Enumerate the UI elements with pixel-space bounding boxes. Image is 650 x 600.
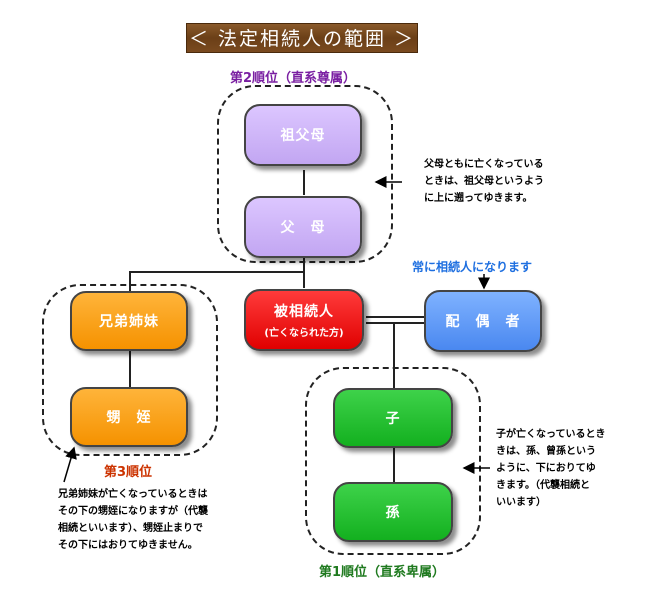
parents-label: 父 母: [280, 220, 326, 236]
note-siblings-line: 相続といいます）、甥姪止まりで: [58, 523, 203, 534]
diagram-title: ＜ 法定相続人の範囲 ＞: [186, 23, 418, 53]
grandparents-label: 祖父母: [280, 128, 326, 144]
note-descendants: 子が亡くなっているとき きは、孫、曾孫という ように、下におりてゆ きます。（代…: [496, 426, 606, 511]
note-siblings-line: その下にはおりてゆきません。: [58, 540, 198, 551]
note-siblings-line: 兄弟姉妹が亡くなっているときは: [58, 489, 208, 500]
nephews-label: 甥 姪: [106, 410, 152, 426]
node-grandparents: 祖父母: [244, 104, 362, 166]
second-rank-label: 第2順位（直系尊属）: [230, 71, 357, 86]
note-ascendants-line: ときは、祖父母というよう: [424, 176, 544, 187]
connector-child-grandchild: [393, 448, 395, 486]
siblings-label: 兄弟姉妹: [99, 314, 159, 330]
note-ascendants-line: 父母ともに亡くなっている: [424, 159, 544, 170]
note-siblings: 兄弟姉妹が亡くなっているときは その下の甥姪になりますが（代襲 相続といいます）…: [58, 486, 208, 554]
node-spouse: 配 偶 者: [424, 290, 542, 352]
note-descendants-line: 子が亡くなっているとき: [496, 429, 606, 440]
connector-marriage-bottom: [366, 322, 426, 324]
arrow-to-third-group: [63, 446, 77, 483]
child-label: 子: [385, 411, 401, 427]
connector-grandparents-parents: [303, 170, 305, 195]
note-descendants-line: ように、下におりてゆ: [496, 463, 596, 474]
note-descendants-line: いいます）: [496, 497, 546, 508]
node-nephews: 甥 姪: [70, 387, 188, 447]
node-child: 子: [333, 388, 453, 448]
grandchild-label: 孫: [385, 505, 401, 521]
connector-siblings-nephews: [129, 350, 131, 388]
second-rank-group: [217, 85, 393, 263]
node-deceased: 被相続人 (亡くなられた方): [244, 289, 364, 351]
note-ascendants: 父母ともに亡くなっている ときは、祖父母というよう に上に遡ってゆきます。: [424, 156, 544, 207]
connector-to-child: [393, 323, 395, 391]
first-rank-label: 第1順位（直系卑属）: [319, 565, 446, 580]
node-grandchild: 孫: [333, 482, 453, 542]
note-ascendants-line: に上に遡ってゆきます。: [424, 193, 533, 204]
connector-parents-deceased: [303, 258, 305, 288]
connector-horizontal-siblings: [129, 271, 305, 273]
connector-marriage-top: [366, 316, 426, 318]
node-parents: 父 母: [244, 196, 362, 258]
note-descendants-line: きは、孫、曾孫という: [496, 446, 596, 457]
spouse-label: 配 偶 者: [445, 314, 521, 330]
deceased-label: 被相続人: [274, 304, 334, 320]
connector-to-siblings: [129, 271, 131, 292]
note-siblings-line: その下の甥姪になりますが（代襲: [58, 506, 208, 517]
node-siblings: 兄弟姉妹: [70, 291, 188, 351]
third-rank-label: 第3順位: [104, 465, 153, 480]
note-descendants-line: きます。（代襲相続と: [496, 480, 590, 491]
deceased-sublabel: (亡くなられた方): [264, 328, 344, 339]
spouse-always-heir-label: 常に相続人になります: [412, 260, 533, 274]
